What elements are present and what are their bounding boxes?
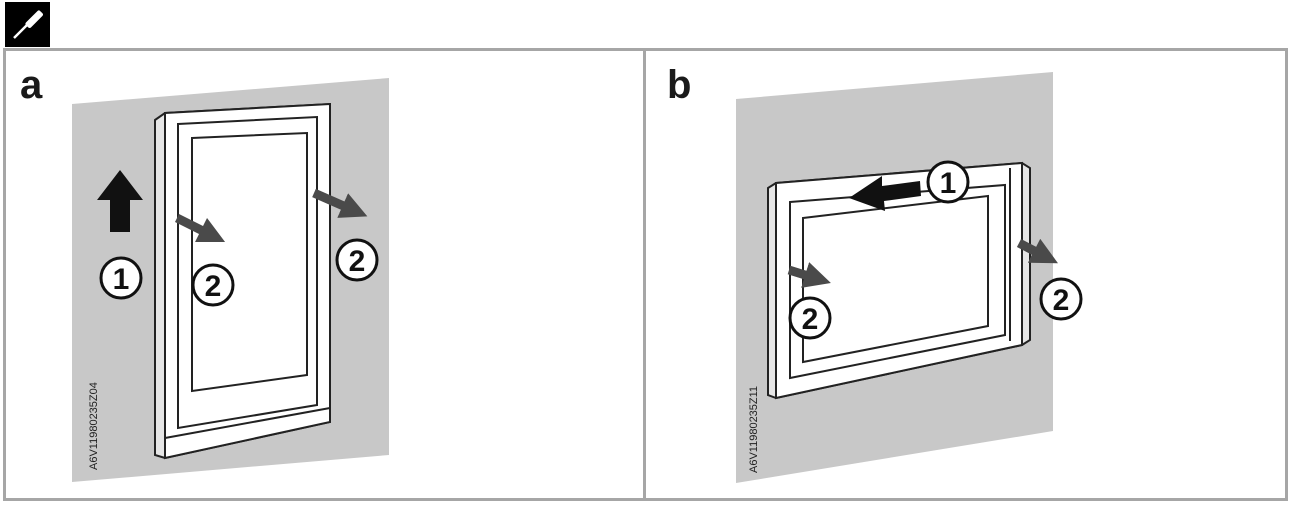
panel-label-a: a <box>20 63 43 107</box>
figure-code-b: A6V11980235Z11 <box>748 385 760 473</box>
step-badge-2a-b <box>788 296 832 340</box>
step-number-2a-a: 2 <box>205 270 222 303</box>
panel-a-drawing: 1 2 2 <box>72 78 389 482</box>
step-number-2b-b: 2 <box>1053 284 1070 317</box>
screwdriver-icon <box>5 2 50 47</box>
device-a <box>154 102 331 460</box>
step-badge-2b-b <box>1039 277 1083 321</box>
step-badge-1-b <box>926 160 970 204</box>
step-number-2a-b: 2 <box>802 303 819 336</box>
panel-b-drawing: 1 2 2 <box>736 72 1083 483</box>
arrow-pull-right-a <box>312 188 368 218</box>
step-number-1-b: 1 <box>940 167 957 200</box>
step-number-2b-a: 2 <box>349 245 366 278</box>
arrow-pull-left-b <box>787 262 831 288</box>
arrow-left <box>849 176 921 211</box>
step-number-1-a: 1 <box>113 263 130 296</box>
step-badge-2a-a <box>191 263 235 307</box>
figure-code-a: A6V11980235Z04 <box>88 382 100 470</box>
panel-label-b: b <box>667 63 692 107</box>
panel-divider <box>643 48 646 501</box>
arrow-up <box>97 170 143 232</box>
device-b <box>767 161 1031 400</box>
arrow-pull-right-b <box>1016 238 1058 264</box>
step-badge-2b-a <box>335 238 379 282</box>
step-badge-1-a <box>99 256 143 300</box>
arrow-pull-left-a <box>174 213 226 243</box>
